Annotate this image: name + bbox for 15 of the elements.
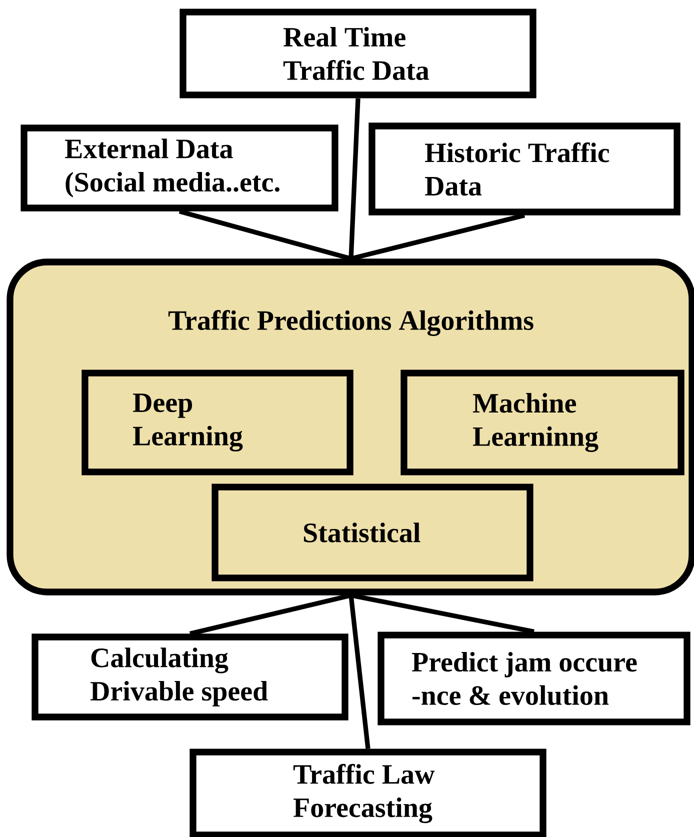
connector-line bbox=[348, 595, 370, 749]
method-box: Statistical bbox=[212, 484, 534, 582]
input-box: Historic Traffic Data bbox=[368, 122, 680, 216]
input-box: External Data (Social media..etc. bbox=[20, 124, 338, 212]
connector-line bbox=[189, 593, 352, 636]
output-box: Calculating Drivable speed bbox=[32, 634, 348, 720]
input-box: Real Time Traffic Data bbox=[180, 8, 536, 98]
method-box: Deep Learning bbox=[82, 370, 354, 476]
connector-line bbox=[348, 98, 360, 259]
connector-line bbox=[350, 593, 534, 634]
method-box: Machine Learninng bbox=[400, 370, 684, 476]
output-box: Traffic Law Forecasting bbox=[190, 748, 546, 837]
connector-line bbox=[178, 209, 352, 261]
connector-line bbox=[350, 213, 526, 261]
output-box: Predict jam occure -nce & evolution bbox=[378, 632, 690, 726]
